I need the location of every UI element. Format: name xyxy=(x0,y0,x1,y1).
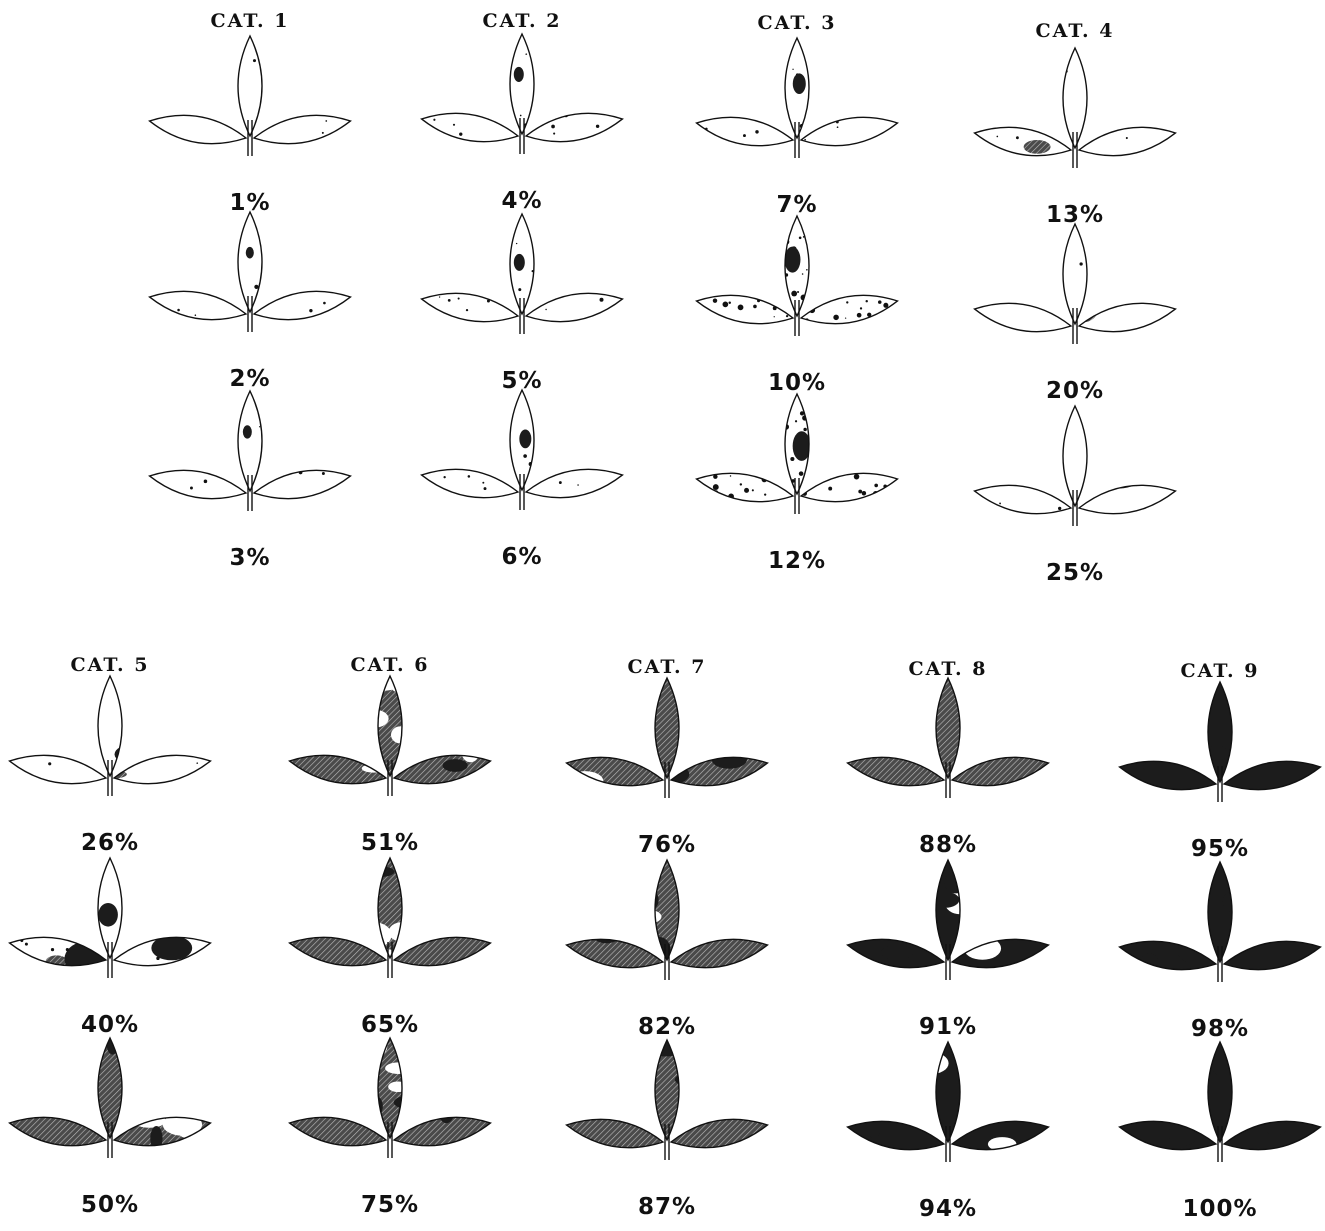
trifoliate-leaf-icon xyxy=(412,198,632,368)
trifoliate-leaf-icon xyxy=(412,374,632,544)
trifoliate-leaf-icon xyxy=(0,1022,220,1192)
left-leaflet xyxy=(149,115,246,143)
trifoliate-leaf-icon xyxy=(0,842,220,1012)
lesion-group xyxy=(557,662,777,832)
right-leaflet xyxy=(801,473,898,501)
trifoliate-leaf-icon xyxy=(140,375,360,545)
center-leaflet xyxy=(1063,48,1087,148)
trifoliate-leaf-icon xyxy=(557,844,777,1014)
trifoliate-leaf-icon xyxy=(557,1024,777,1194)
trifoliate-leaf-icon xyxy=(412,18,632,188)
lesion-group xyxy=(838,844,1058,1014)
left-leaflet xyxy=(696,117,793,145)
center-leaflet xyxy=(238,36,262,136)
right-leaflet xyxy=(254,291,351,319)
trifoliate-leaf-icon xyxy=(1110,666,1325,836)
left-leaflet xyxy=(421,113,518,141)
center-leaflet xyxy=(510,34,534,134)
trifoliate-leaf-icon xyxy=(1110,846,1325,1016)
trifoliate-leaf-icon xyxy=(965,390,1185,560)
right-leaflet xyxy=(254,115,351,143)
severity-percent-label: 3% xyxy=(229,545,270,571)
severity-percent-label: 12% xyxy=(768,548,826,574)
lesion-group xyxy=(280,842,500,1012)
trifoliate-leaf-icon xyxy=(838,662,1058,832)
center-leaflet xyxy=(238,391,262,491)
left-leaflet xyxy=(974,485,1071,513)
severity-percent-label: 25% xyxy=(1046,560,1104,586)
trifoliate-leaf-icon xyxy=(838,844,1058,1014)
right-leaflet xyxy=(801,295,898,323)
center-leaflet xyxy=(238,212,262,312)
left-leaflet xyxy=(696,473,793,501)
severity-percent-label: 100% xyxy=(1182,1196,1257,1222)
lesion-group xyxy=(838,662,1058,832)
center-leaflet xyxy=(1063,406,1087,506)
center-leaflet xyxy=(1063,224,1087,324)
severity-percent-label: 50% xyxy=(81,1192,139,1218)
right-leaflet xyxy=(526,469,623,497)
right-leaflet xyxy=(526,293,623,321)
lesion-group xyxy=(0,1022,220,1192)
lesion-group xyxy=(1110,846,1325,1016)
left-leaflet xyxy=(974,127,1071,155)
right-leaflet xyxy=(114,755,211,783)
left-leaflet xyxy=(149,291,246,319)
left-leaflet xyxy=(696,295,793,323)
right-leaflet xyxy=(801,117,898,145)
lesion-group xyxy=(557,1024,777,1194)
trifoliate-leaf-icon xyxy=(838,1026,1058,1196)
right-leaflet xyxy=(1079,127,1176,155)
left-leaflet xyxy=(421,469,518,497)
lesion-group xyxy=(1110,1026,1325,1196)
center-leaflet xyxy=(98,676,122,776)
trifoliate-leaf-icon xyxy=(140,196,360,366)
trifoliate-leaf-icon xyxy=(687,378,907,548)
trifoliate-leaf-icon xyxy=(280,1022,500,1192)
lesion-group xyxy=(280,1022,500,1192)
right-leaflet xyxy=(1079,485,1176,513)
severity-percent-label: 87% xyxy=(638,1194,696,1220)
lesion-group xyxy=(838,1026,1058,1196)
lesion-group xyxy=(280,660,500,830)
trifoliate-leaf-icon xyxy=(280,660,500,830)
lesion-group xyxy=(1110,666,1325,836)
trifoliate-leaf-icon xyxy=(687,22,907,192)
trifoliate-leaf-icon xyxy=(0,660,220,830)
trifoliate-leaf-icon xyxy=(965,32,1185,202)
severity-percent-label: 6% xyxy=(501,544,542,570)
left-leaflet xyxy=(974,303,1071,331)
trifoliate-leaf-icon xyxy=(557,662,777,832)
severity-percent-label: 75% xyxy=(361,1192,419,1218)
right-leaflet xyxy=(526,113,623,141)
lesion-group xyxy=(557,844,777,1014)
left-leaflet xyxy=(149,470,246,498)
trifoliate-leaf-icon xyxy=(965,208,1185,378)
trifoliate-leaf-icon xyxy=(140,20,360,190)
left-leaflet xyxy=(9,755,106,783)
trifoliate-leaf-icon xyxy=(1110,1026,1325,1196)
trifoliate-leaf-icon xyxy=(687,200,907,370)
trifoliate-leaf-icon xyxy=(280,842,500,1012)
severity-percent-label: 94% xyxy=(919,1196,977,1222)
right-leaflet xyxy=(254,470,351,498)
left-leaflet xyxy=(421,293,518,321)
